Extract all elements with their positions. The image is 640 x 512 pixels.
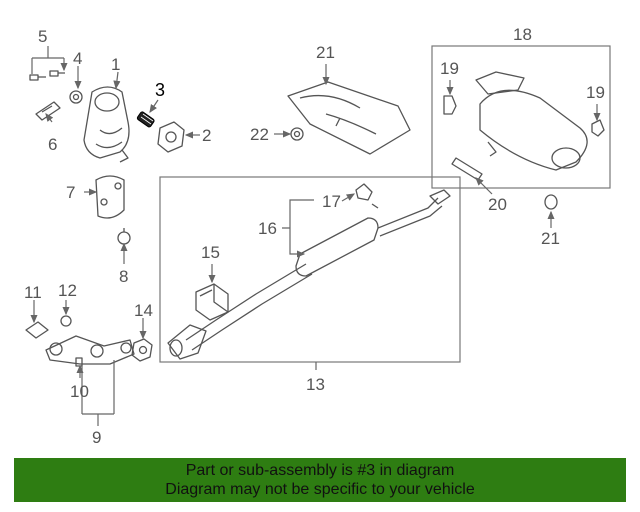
gasket-part-2[interactable]: [157, 121, 185, 153]
callout-22: 21: [316, 43, 335, 62]
center-pipe-assembly-box: [159, 176, 461, 363]
nut-part-4[interactable]: [69, 90, 83, 104]
converter-part-1[interactable]: [83, 86, 130, 163]
resonator-part-16[interactable]: [295, 189, 451, 277]
callout-5: 5: [38, 27, 47, 46]
hanger-part-19-left[interactable]: [443, 95, 457, 115]
muffler-part-18[interactable]: [475, 71, 588, 171]
muffler-assembly-box: [431, 45, 611, 189]
bracket-part-6[interactable]: [35, 101, 61, 121]
heat-shield-part-7[interactable]: [95, 175, 125, 219]
heat-shield-part-22[interactable]: [287, 81, 411, 155]
leader-lines: [30, 46, 601, 426]
callout-17: 17: [322, 192, 341, 211]
callout-16: 16: [258, 219, 277, 238]
bolt-part-8[interactable]: [117, 228, 131, 245]
callout-19-right: 19: [586, 83, 605, 102]
pad-part-11[interactable]: [25, 321, 49, 339]
hanger-part-21[interactable]: [544, 194, 558, 210]
callout-8: 8: [119, 267, 128, 286]
pipe-part-13[interactable]: [167, 263, 313, 360]
stud-part-3[interactable]: [136, 111, 155, 128]
callout-18: 18: [513, 25, 532, 44]
exhaust-parts-diagram: 5 4 1 3 2 6 7 8 11 12 14 10 9 21 22 18 1…: [24, 25, 611, 447]
callout-20: 20: [488, 195, 507, 214]
callout-14: 14: [134, 301, 153, 320]
clamp-part-15[interactable]: [195, 283, 229, 321]
hanger-part-19-right[interactable]: [591, 119, 605, 137]
info-banner: Part or sub-assembly is #3 in diagram Di…: [14, 458, 626, 502]
callout-4: 4: [73, 49, 82, 68]
callout-6: 6: [48, 135, 57, 154]
nut-part-12[interactable]: [60, 315, 72, 327]
callout-labels: 5 4 1 3 2 6 7 8 11 12 14 10 9 21 22 18 1…: [24, 25, 605, 447]
callout-3-highlighted: 3: [155, 80, 165, 100]
gasket-part-14[interactable]: [131, 338, 153, 362]
hanger-part-17[interactable]: [355, 183, 379, 209]
nut-part-23[interactable]: [290, 127, 304, 141]
callout-1: 1: [111, 55, 120, 74]
bolt-part-5[interactable]: [29, 70, 65, 81]
manifold-part-9[interactable]: [45, 335, 135, 365]
banner-line-1: Part or sub-assembly is #3 in diagram: [185, 462, 455, 479]
fastener-part-10[interactable]: [75, 357, 83, 367]
callout-7: 7: [66, 183, 75, 202]
callout-2: 2: [202, 126, 211, 145]
callout-15: 15: [201, 243, 220, 262]
callout-19-left: 19: [440, 59, 459, 78]
callout-23: 22: [250, 125, 269, 144]
banner-line-2: Diagram may not be specific to your vehi…: [165, 481, 475, 498]
callout-21: 21: [541, 229, 560, 248]
callout-9: 9: [92, 428, 101, 447]
callout-13: 13: [306, 375, 325, 394]
callout-10: 10: [70, 382, 89, 401]
callout-12: 12: [58, 281, 77, 300]
callout-11: 11: [24, 283, 42, 302]
